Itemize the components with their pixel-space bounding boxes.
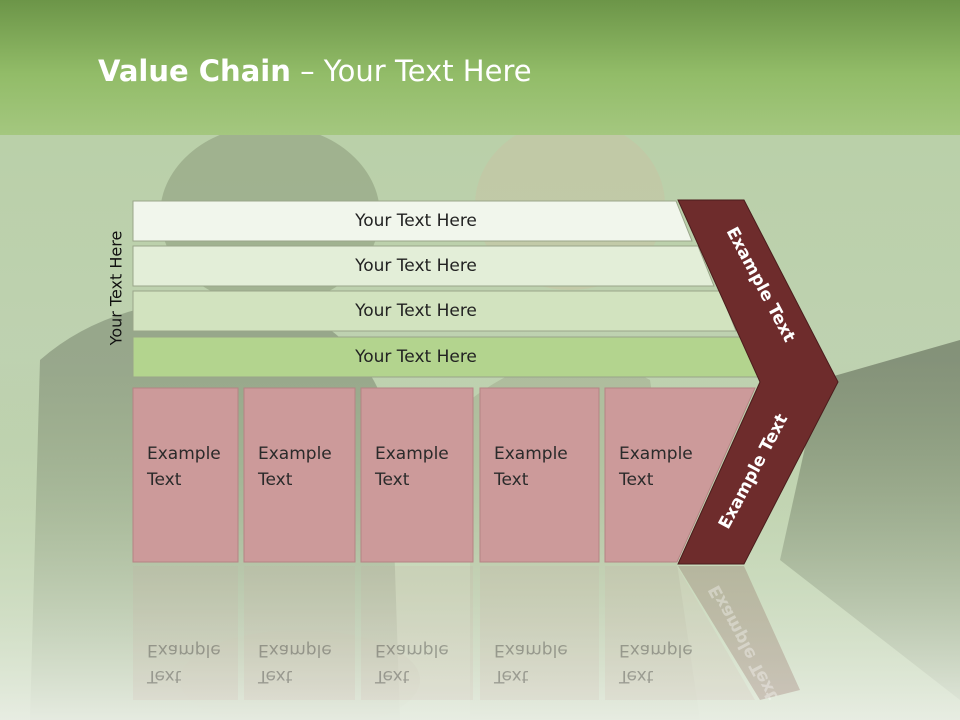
activity-box-reflection-4 [480, 566, 599, 700]
support-bar-2 [132, 245, 715, 287]
activity-box-reflection-2 [244, 566, 355, 700]
activity-box-reflection-label-2: Example [258, 640, 332, 660]
activity-box-reflection-3 [361, 566, 473, 700]
activity-box-reflection-label-3: Example [375, 640, 449, 660]
activity-box-reflection-sublabel-2: Text [257, 666, 293, 686]
activity-box-3 [360, 387, 474, 563]
support-bar-label-4: Your Text Here [354, 347, 477, 367]
title-rest: – Your Text Here [290, 54, 532, 88]
activity-box-reflection-1 [133, 566, 238, 700]
support-bar-1 [132, 200, 693, 242]
title-bold: Value Chain [98, 54, 291, 88]
activity-box-reflection-5 [605, 566, 755, 700]
activity-box-reflection-sublabel-1: Text [146, 666, 182, 686]
support-bar-3 [132, 290, 737, 332]
activity-box-sublabel-2: Text [257, 470, 293, 490]
activity-box-reflection-sublabel-4: Text [493, 666, 529, 686]
activity-box-sublabel-3: Text [374, 470, 410, 490]
activity-box-label-3: Example [375, 444, 449, 464]
activity-box-reflection-sublabel-5: Text [618, 666, 654, 686]
activity-box-reflection-label-4: Example [494, 640, 568, 660]
activity-box-sublabel-5: Text [618, 470, 654, 490]
activity-box-label-5: Example [619, 444, 693, 464]
activity-box-label-2: Example [258, 444, 332, 464]
activity-box-label-1: Example [147, 444, 221, 464]
activity-box-5 [604, 387, 756, 563]
activity-box-2 [243, 387, 356, 563]
margin-chevron-shape [677, 199, 839, 565]
activity-box-1 [132, 387, 239, 563]
support-bar-label-3: Your Text Here [354, 301, 477, 321]
activity-box-reflection-label-5: Example [619, 640, 693, 660]
activity-box-reflection-sublabel-3: Text [374, 666, 410, 686]
chevron-reflection [678, 566, 800, 700]
support-bar-label-2: Your Text Here [354, 256, 477, 276]
activity-box-label-4: Example [494, 444, 568, 464]
activity-box-sublabel-1: Text [146, 470, 182, 490]
activity-box-reflection-label-1: Example [147, 640, 221, 660]
activity-box-sublabel-4: Text [493, 470, 529, 490]
support-bar-label-1: Your Text Here [354, 211, 477, 231]
activity-box-4 [479, 387, 600, 563]
slide-title: Value Chain – Your Text Here [98, 54, 532, 88]
